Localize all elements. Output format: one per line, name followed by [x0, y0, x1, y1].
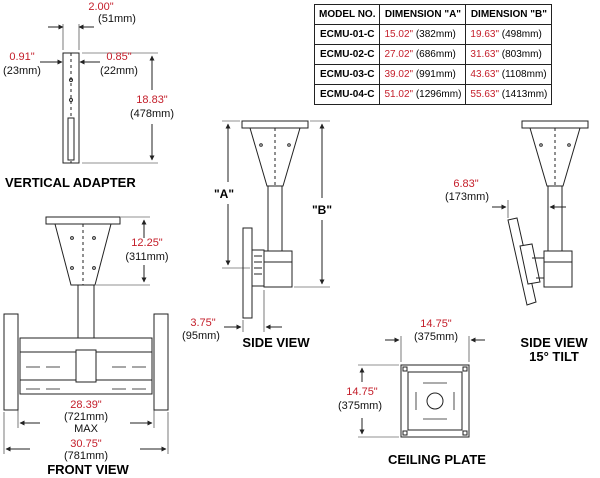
- table-row: ECMU-01-C 15.02" (382mm) 19.63" (498mm): [313, 24, 553, 45]
- dimension-a-in: 15.02": [384, 29, 414, 40]
- dimension-a-in: 51.02": [384, 89, 414, 100]
- dimension-b-cell: 55.63" (1413mm): [465, 84, 553, 105]
- adapter-height-in: 18.83": [136, 94, 168, 106]
- dimension-a-cell: 15.02" (382mm): [379, 24, 467, 45]
- side-view-label: SIDE VIEW: [242, 335, 310, 350]
- adapter-left-mm: (23mm): [3, 65, 41, 77]
- model-cell: ECMU-01-C: [313, 24, 381, 45]
- dimension-table: MODEL NO. DIMENSION "A" DIMENSION "B" EC…: [313, 4, 553, 105]
- dimension-a-in: 27.02": [384, 49, 414, 60]
- dimension-b-in: 55.63": [470, 89, 499, 100]
- dimension-a-cell: 39.02" (991mm): [379, 64, 467, 85]
- ceiling-plate-label: CEILING PLATE: [388, 452, 486, 467]
- front-drop-in: 12.25": [131, 237, 163, 249]
- adapter-left-in: 0.91": [9, 51, 34, 63]
- dimension-b-cell: 31.63" (803mm): [465, 44, 553, 65]
- dimension-a-mm: (686mm): [415, 49, 456, 60]
- side-a-label: "A": [214, 187, 234, 201]
- plate-height-in: 14.75": [346, 386, 378, 398]
- plate-height-mm: (375mm): [338, 400, 382, 412]
- adapter-right-mm: (22mm): [100, 65, 138, 77]
- dimension-a-in: 39.02": [384, 69, 414, 80]
- model-cell: ECMU-02-C: [313, 44, 381, 65]
- model-cell: ECMU-04-C: [313, 84, 381, 105]
- dimension-b-in: 43.63": [470, 69, 499, 80]
- tilt-label-line1: SIDE VIEW: [520, 335, 588, 350]
- dimension-b-cell: 43.63" (1108mm): [465, 64, 553, 85]
- front-view-drawing: [3, 216, 169, 454]
- dimension-a-mm: (991mm): [415, 69, 456, 80]
- dimension-b-mm: (1108mm): [501, 69, 547, 80]
- side-view-tilt-drawing: [492, 120, 589, 306]
- dimension-a-mm: (1296mm): [415, 89, 462, 100]
- dimension-a-cell: 27.02" (686mm): [379, 44, 467, 65]
- table-header-row: MODEL NO. DIMENSION "A" DIMENSION "B": [313, 4, 553, 25]
- front-width-mm: (721mm): [64, 411, 108, 423]
- dimension-b-mm: (803mm): [501, 49, 542, 60]
- table-row: ECMU-03-C 39.02" (991mm) 43.63" (1108mm): [313, 64, 553, 85]
- side-depth-mm: (95mm): [182, 330, 220, 342]
- front-drop-mm: (311mm): [125, 251, 168, 263]
- ceiling-plate-drawing: [358, 336, 485, 438]
- dimension-b-in: 31.63": [470, 49, 499, 60]
- adapter-right-in: 0.85": [106, 51, 131, 63]
- column-header: DIMENSION "A": [379, 4, 467, 25]
- tilt-offset-mm: (173mm): [445, 191, 489, 203]
- dimension-b-in: 19.63": [470, 29, 499, 40]
- tilt-offset-in: 6.83": [453, 178, 478, 190]
- tilt-label-line2: 15° TILT: [529, 349, 579, 364]
- vertical-adapter-label: VERTICAL ADAPTER: [5, 175, 136, 190]
- dimension-b-cell: 19.63" (498mm): [465, 24, 553, 45]
- column-header: DIMENSION "B": [465, 4, 553, 25]
- side-depth-in: 3.75": [190, 317, 215, 329]
- dimension-a-cell: 51.02" (1296mm): [379, 84, 467, 105]
- table-row: ECMU-04-C 51.02" (1296mm) 55.63" (1413mm…: [313, 84, 553, 105]
- dimension-b-mm: (498mm): [501, 29, 542, 40]
- adapter-height-mm: (478mm): [130, 108, 174, 120]
- dimension-a-mm: (382mm): [415, 29, 456, 40]
- table-row: ECMU-02-C 27.02" (686mm) 31.63" (803mm): [313, 44, 553, 65]
- model-cell: ECMU-03-C: [313, 64, 381, 85]
- column-header: MODEL NO.: [313, 4, 381, 25]
- front-overall-mm: (781mm): [64, 450, 108, 462]
- side-view-drawing: [222, 120, 330, 332]
- adapter-width-in: 2.00": [88, 1, 113, 13]
- front-overall-in: 30.75": [70, 438, 102, 450]
- plate-width-mm: (375mm): [414, 331, 458, 343]
- side-b-label: "B": [312, 203, 332, 217]
- front-width-in: 28.39": [70, 399, 102, 411]
- front-view-label: FRONT VIEW: [47, 462, 129, 477]
- plate-width-in: 14.75": [420, 318, 452, 330]
- adapter-width-mm: (51mm): [98, 13, 136, 25]
- dimension-b-mm: (1413mm): [501, 89, 548, 100]
- front-width-note: MAX: [74, 423, 99, 435]
- vertical-adapter-drawing: [40, 24, 158, 164]
